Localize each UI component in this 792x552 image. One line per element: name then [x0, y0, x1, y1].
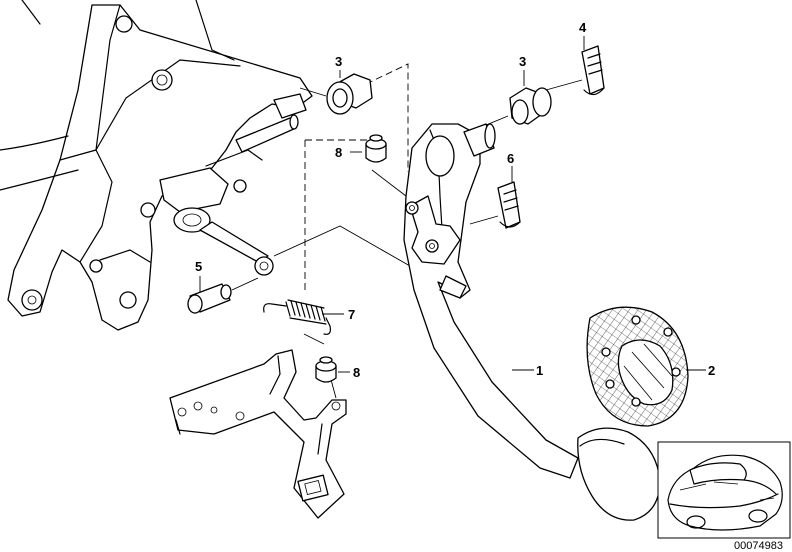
bushing-left [326, 73, 373, 115]
callout-3-left: 3 [335, 54, 342, 69]
assembly-reference-lines [231, 63, 583, 399]
callout-8-lower: 8 [353, 365, 360, 380]
vehicle-thumbnail [657, 441, 791, 539]
bushing-right [509, 87, 552, 125]
return-spring [263, 299, 331, 335]
pivot-pin [187, 283, 232, 314]
callout-leaders [199, 36, 706, 373]
clip-upper [581, 45, 605, 96]
callout-2: 2 [708, 363, 715, 378]
bump-stop-upper [365, 134, 387, 163]
callout-3-right: 3 [519, 54, 526, 69]
pedal-pad-rubber [586, 306, 689, 427]
callout-8-upper: 8 [335, 145, 342, 160]
callout-5: 5 [195, 259, 202, 274]
callout-7: 7 [348, 307, 355, 322]
callout-6: 6 [507, 151, 514, 166]
lower-mounting-bracket [169, 349, 347, 519]
diagram-part-number: 00074983 [734, 540, 783, 552]
bump-stop-lower [315, 356, 337, 383]
callout-4: 4 [579, 20, 587, 35]
pedal-lever [403, 123, 661, 521]
pedal-bracket-assembly [0, 0, 313, 331]
callout-1: 1 [536, 363, 543, 378]
clip-lower [497, 181, 521, 229]
callout-labels: 1 2 3 3 4 5 6 7 8 8 [195, 20, 715, 380]
